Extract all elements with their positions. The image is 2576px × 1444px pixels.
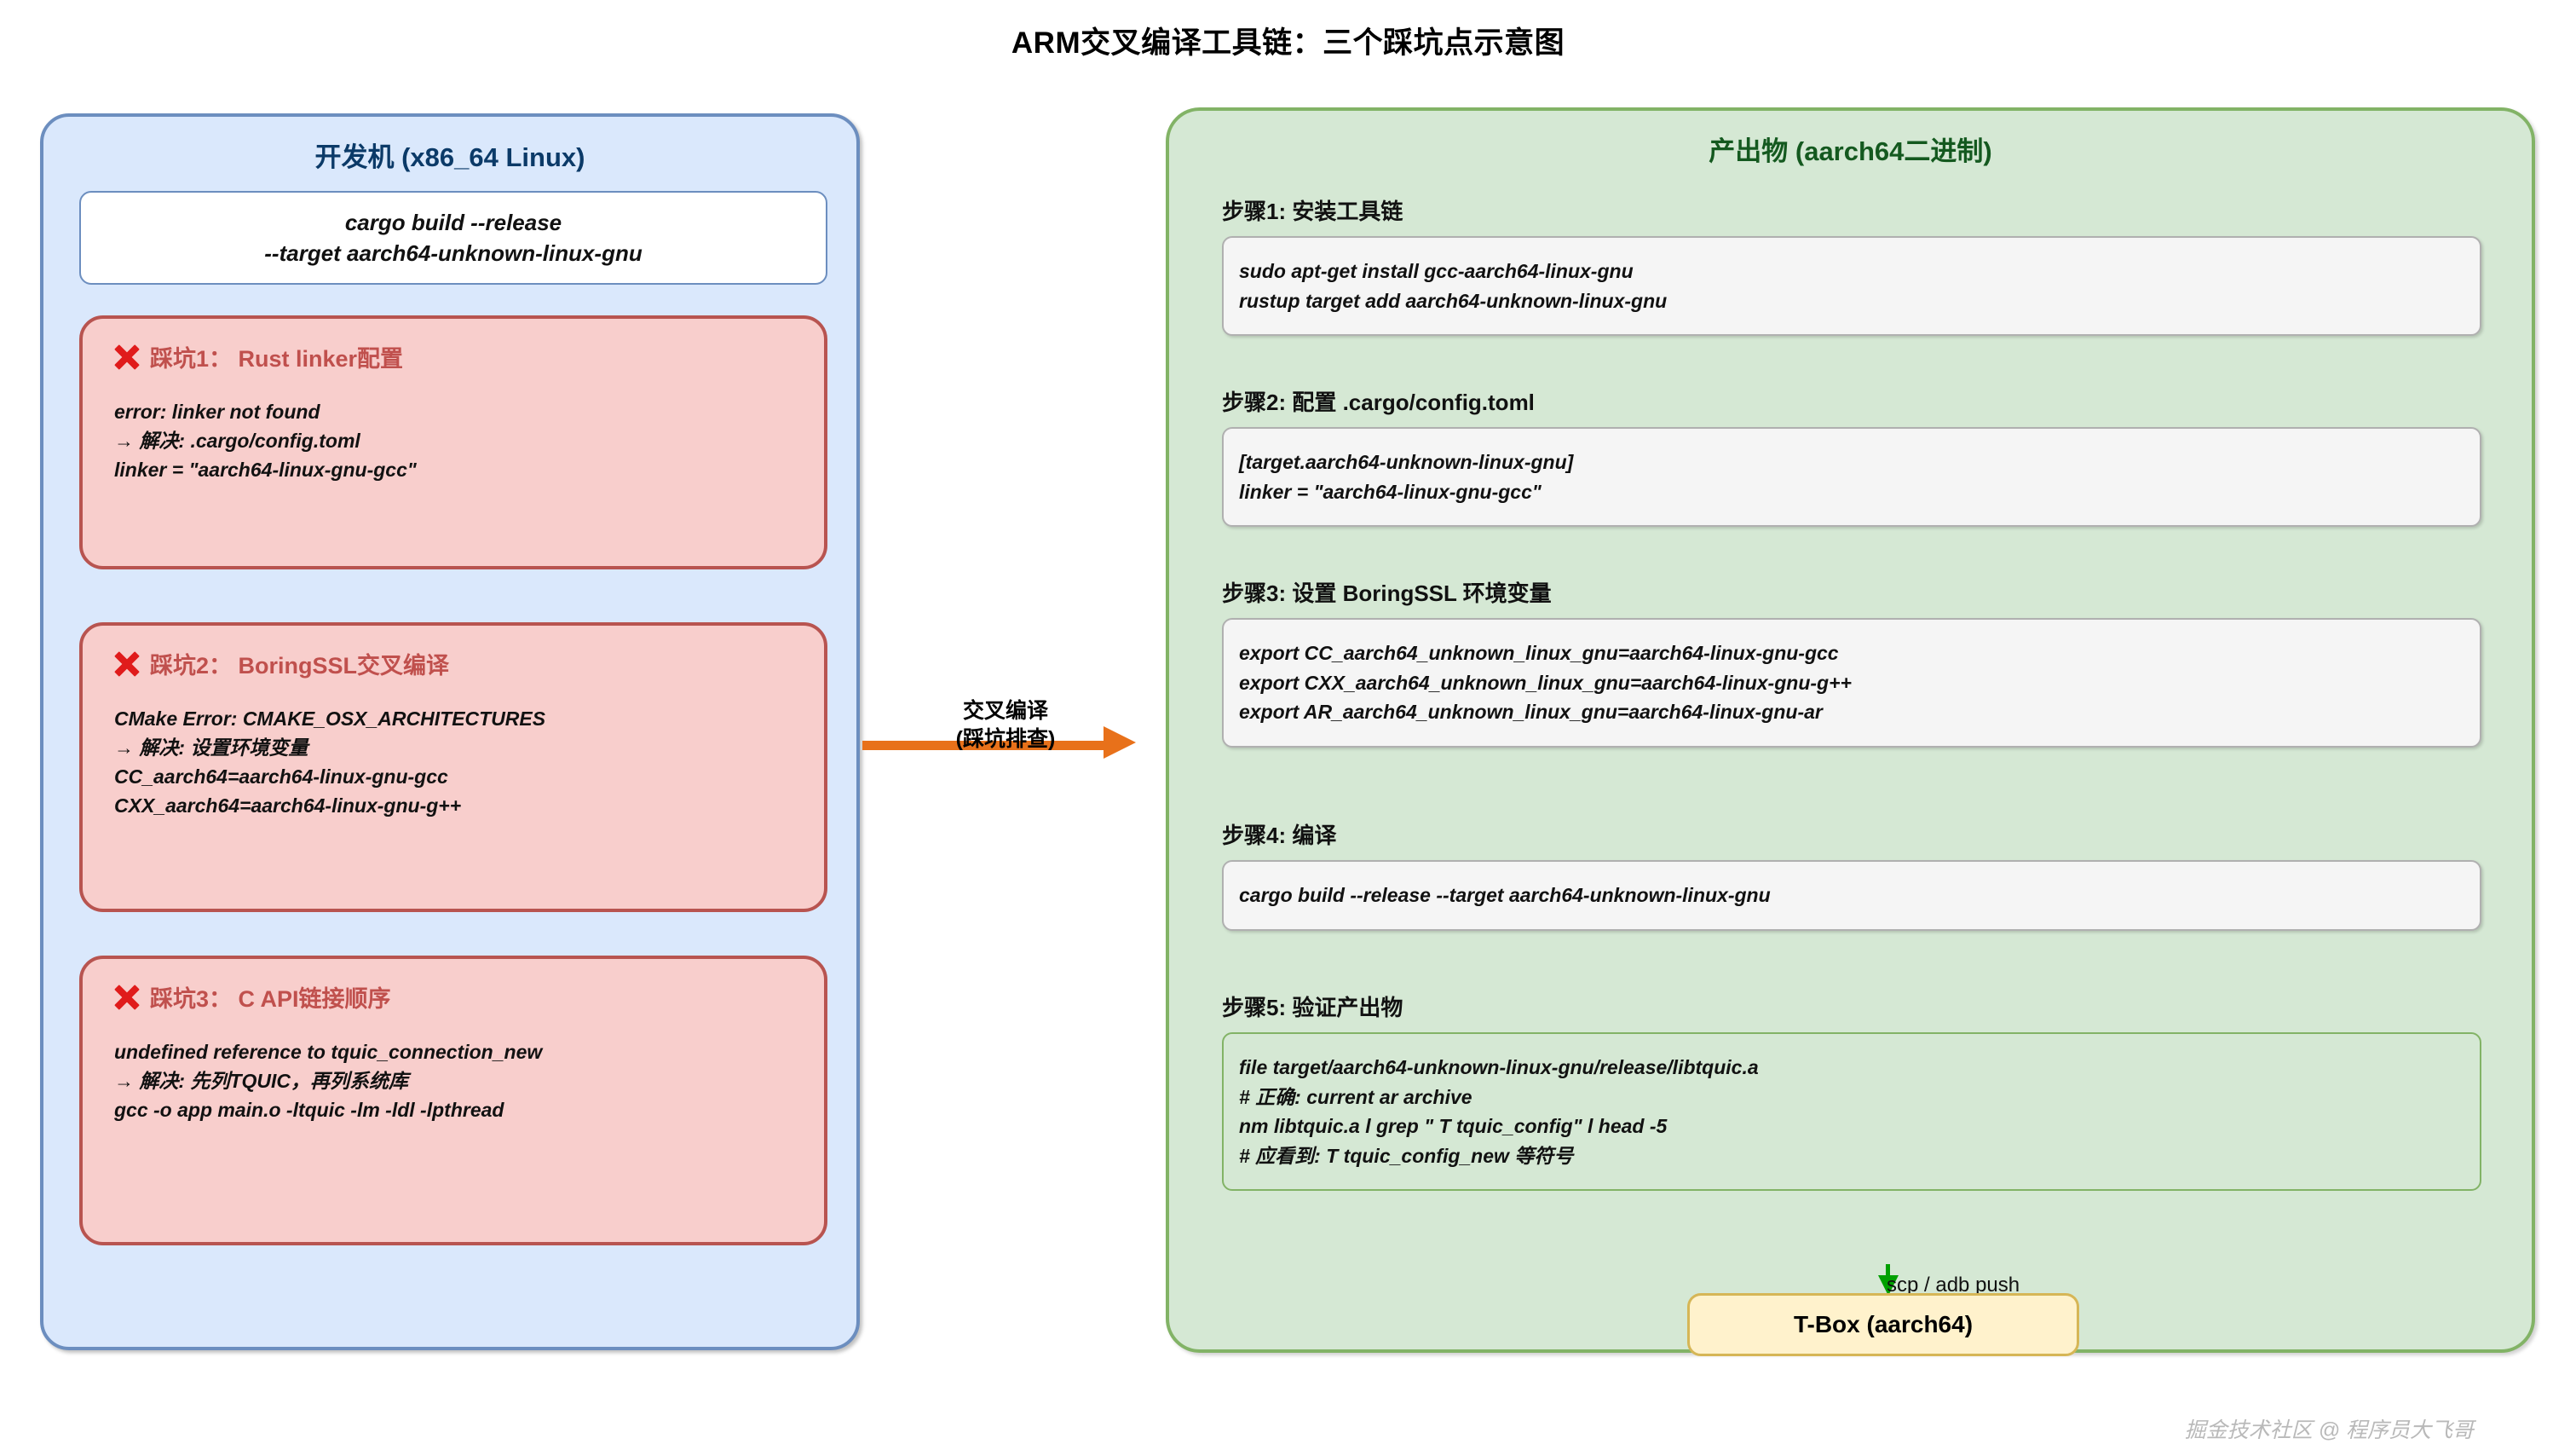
dev-machine-panel: 开发机 (x86_64 Linux) cargo build --release… bbox=[40, 113, 860, 1350]
step-label: 步骤1: 安装工具链 bbox=[1222, 199, 1403, 224]
step-code-line: cargo build --release --target aarch64-u… bbox=[1239, 884, 1771, 906]
step-code-line: linker = "aarch64-linux-gnu-gcc" bbox=[1239, 480, 1542, 503]
pitfall-code-line: linker = "aarch64-linux-gnu-gcc" bbox=[114, 459, 417, 482]
build-command-line: --target aarch64-unknown-linux-gnu bbox=[264, 240, 643, 266]
pitfall-header: 踩坑2： BoringSSL交叉编译 bbox=[114, 647, 449, 680]
pitfall-code-line: → 解决: 先列TQUIC，再列系统库 bbox=[114, 1070, 408, 1093]
pitfall-code-line: CXX_aarch64=aarch64-linux-gnu-g++ bbox=[114, 794, 462, 817]
pitfall-code-line: CMake Error: CMAKE_OSX_ARCHITECTURES bbox=[114, 708, 546, 730]
step-block-2: 步骤2: 配置 .cargo/config.toml [target.aarch… bbox=[1222, 385, 2481, 527]
step-code-box: [target.aarch64-unknown-linux-gnu] linke… bbox=[1222, 427, 2481, 527]
step-code-box: file target/aarch64-unknown-linux-gnu/re… bbox=[1222, 1032, 2481, 1191]
pitfall-code-line: undefined reference to tquic_connection_… bbox=[114, 1041, 543, 1063]
pitfall-title: 踩坑3： C API链接顺序 bbox=[150, 986, 391, 1012]
pitfall-card-1: 踩坑1： Rust linker配置 error: linker not fou… bbox=[79, 315, 827, 569]
pitfall-card-3: 踩坑3： C API链接顺序 undefined reference to tq… bbox=[79, 956, 827, 1245]
dev-machine-panel-title: 开发机 (x86_64 Linux) bbox=[314, 142, 585, 172]
pitfall-card-2: 踩坑2： BoringSSL交叉编译 CMake Error: CMAKE_OS… bbox=[79, 622, 827, 912]
step-code-line: # 应看到: T tquic_config_new 等符号 bbox=[1239, 1144, 1574, 1167]
pitfall-body: error: linker not found → 解决: .cargo/con… bbox=[114, 397, 807, 484]
pitfall-body: CMake Error: CMAKE_OSX_ARCHITECTURES → 解… bbox=[114, 704, 807, 820]
step-code-line: export CXX_aarch64_unknown_linux_gnu=aar… bbox=[1239, 671, 1852, 694]
cross-compile-arrow-icon bbox=[862, 726, 1152, 759]
step-code-box: export CC_aarch64_unknown_linux_gnu=aarc… bbox=[1222, 618, 2481, 748]
step-code-box: cargo build --release --target aarch64-u… bbox=[1222, 860, 2481, 931]
artifact-panel: 产出物 (aarch64二进制) 步骤1: 安装工具链 sudo apt-get… bbox=[1166, 107, 2535, 1442]
cross-compile-arrow-label: 交叉编译 (踩坑排查) bbox=[912, 697, 1099, 753]
arrow-head bbox=[1104, 726, 1136, 759]
step-code-line: export AR_aarch64_unknown_linux_gnu=aarc… bbox=[1239, 701, 1823, 723]
step-code-line: file target/aarch64-unknown-linux-gnu/re… bbox=[1239, 1056, 1759, 1078]
step-block-3: 步骤3: 设置 BoringSSL 环境变量 export CC_aarch64… bbox=[1222, 576, 2481, 748]
deploy-arrow-head bbox=[1878, 1275, 1899, 1296]
deploy-arrow-shaft bbox=[1886, 1264, 1890, 1278]
build-command-line: cargo build --release bbox=[344, 209, 562, 235]
step-code-line: # 正确: current ar archive bbox=[1239, 1085, 1472, 1108]
watermark: 掘金技术社区 @ 程序员大飞哥 bbox=[2184, 1418, 2474, 1442]
deploy-arrow-label: scp / adb push bbox=[1887, 1274, 2020, 1297]
pitfall-code-line: → 解决: .cargo/config.toml bbox=[114, 430, 360, 453]
step-label: 步骤2: 配置 .cargo/config.toml bbox=[1222, 390, 1535, 415]
pitfall-title: 踩坑2： BoringSSL交叉编译 bbox=[150, 653, 450, 679]
pitfall-header: 踩坑3： C API链接顺序 bbox=[114, 980, 391, 1014]
arrow-label-line-2: (踩坑排查) bbox=[955, 726, 1056, 751]
step-label: 步骤5: 验证产出物 bbox=[1222, 995, 1403, 1020]
pitfall-title: 踩坑1： Rust linker配置 bbox=[150, 346, 404, 372]
x-mark-icon bbox=[114, 985, 140, 1010]
pitfall-code-line: gcc -o app main.o -ltquic -lm -ldl -lpth… bbox=[114, 1099, 504, 1122]
build-command-box: cargo build --release --target aarch64-u… bbox=[79, 191, 827, 285]
step-code-line: rustup target add aarch64-unknown-linux-… bbox=[1239, 289, 1668, 312]
arrow-shaft bbox=[862, 741, 1109, 750]
pitfall-code-line: → 解决: 设置环境变量 bbox=[114, 736, 308, 760]
x-mark-icon bbox=[114, 651, 140, 677]
step-code-line: nm libtquic.a l grep " T tquic_config" l… bbox=[1239, 1115, 1668, 1137]
pitfall-body: undefined reference to tquic_connection_… bbox=[114, 1037, 807, 1124]
pitfall-code-line: CC_aarch64=aarch64-linux-gnu-gcc bbox=[114, 765, 448, 788]
step-block-5: 步骤5: 验证产出物 file target/aarch64-unknown-l… bbox=[1222, 991, 2481, 1191]
page-title: ARM交叉编译工具链：三个踩坑点示意图 bbox=[1011, 26, 1565, 60]
step-code-line: sudo apt-get install gcc-aarch64-linux-g… bbox=[1239, 260, 1634, 282]
step-block-1: 步骤1: 安装工具链 sudo apt-get install gcc-aarc… bbox=[1222, 194, 2481, 336]
step-label: 步骤4: 编译 bbox=[1222, 823, 1337, 848]
step-code-line: export CC_aarch64_unknown_linux_gnu=aarc… bbox=[1239, 642, 1839, 664]
pitfall-header: 踩坑1： Rust linker配置 bbox=[114, 340, 403, 373]
x-mark-icon bbox=[114, 344, 140, 370]
deploy-arrow-icon bbox=[1878, 1264, 1899, 1296]
artifact-panel-title: 产出物 (aarch64二进制) bbox=[1709, 136, 1992, 166]
step-code-box: sudo apt-get install gcc-aarch64-linux-g… bbox=[1222, 236, 2481, 336]
pitfall-code-line: error: linker not found bbox=[114, 401, 320, 423]
tbox-label: T-Box (aarch64) bbox=[1793, 1311, 1974, 1337]
step-block-4: 步骤4: 编译 cargo build --release --target a… bbox=[1222, 818, 2481, 931]
tbox-node: T-Box (aarch64) bbox=[1687, 1293, 2079, 1356]
step-code-line: [target.aarch64-unknown-linux-gnu] bbox=[1239, 451, 1574, 473]
arrow-label-line-1: 交叉编译 bbox=[962, 699, 1048, 723]
step-label: 步骤3: 设置 BoringSSL 环境变量 bbox=[1222, 580, 1552, 606]
